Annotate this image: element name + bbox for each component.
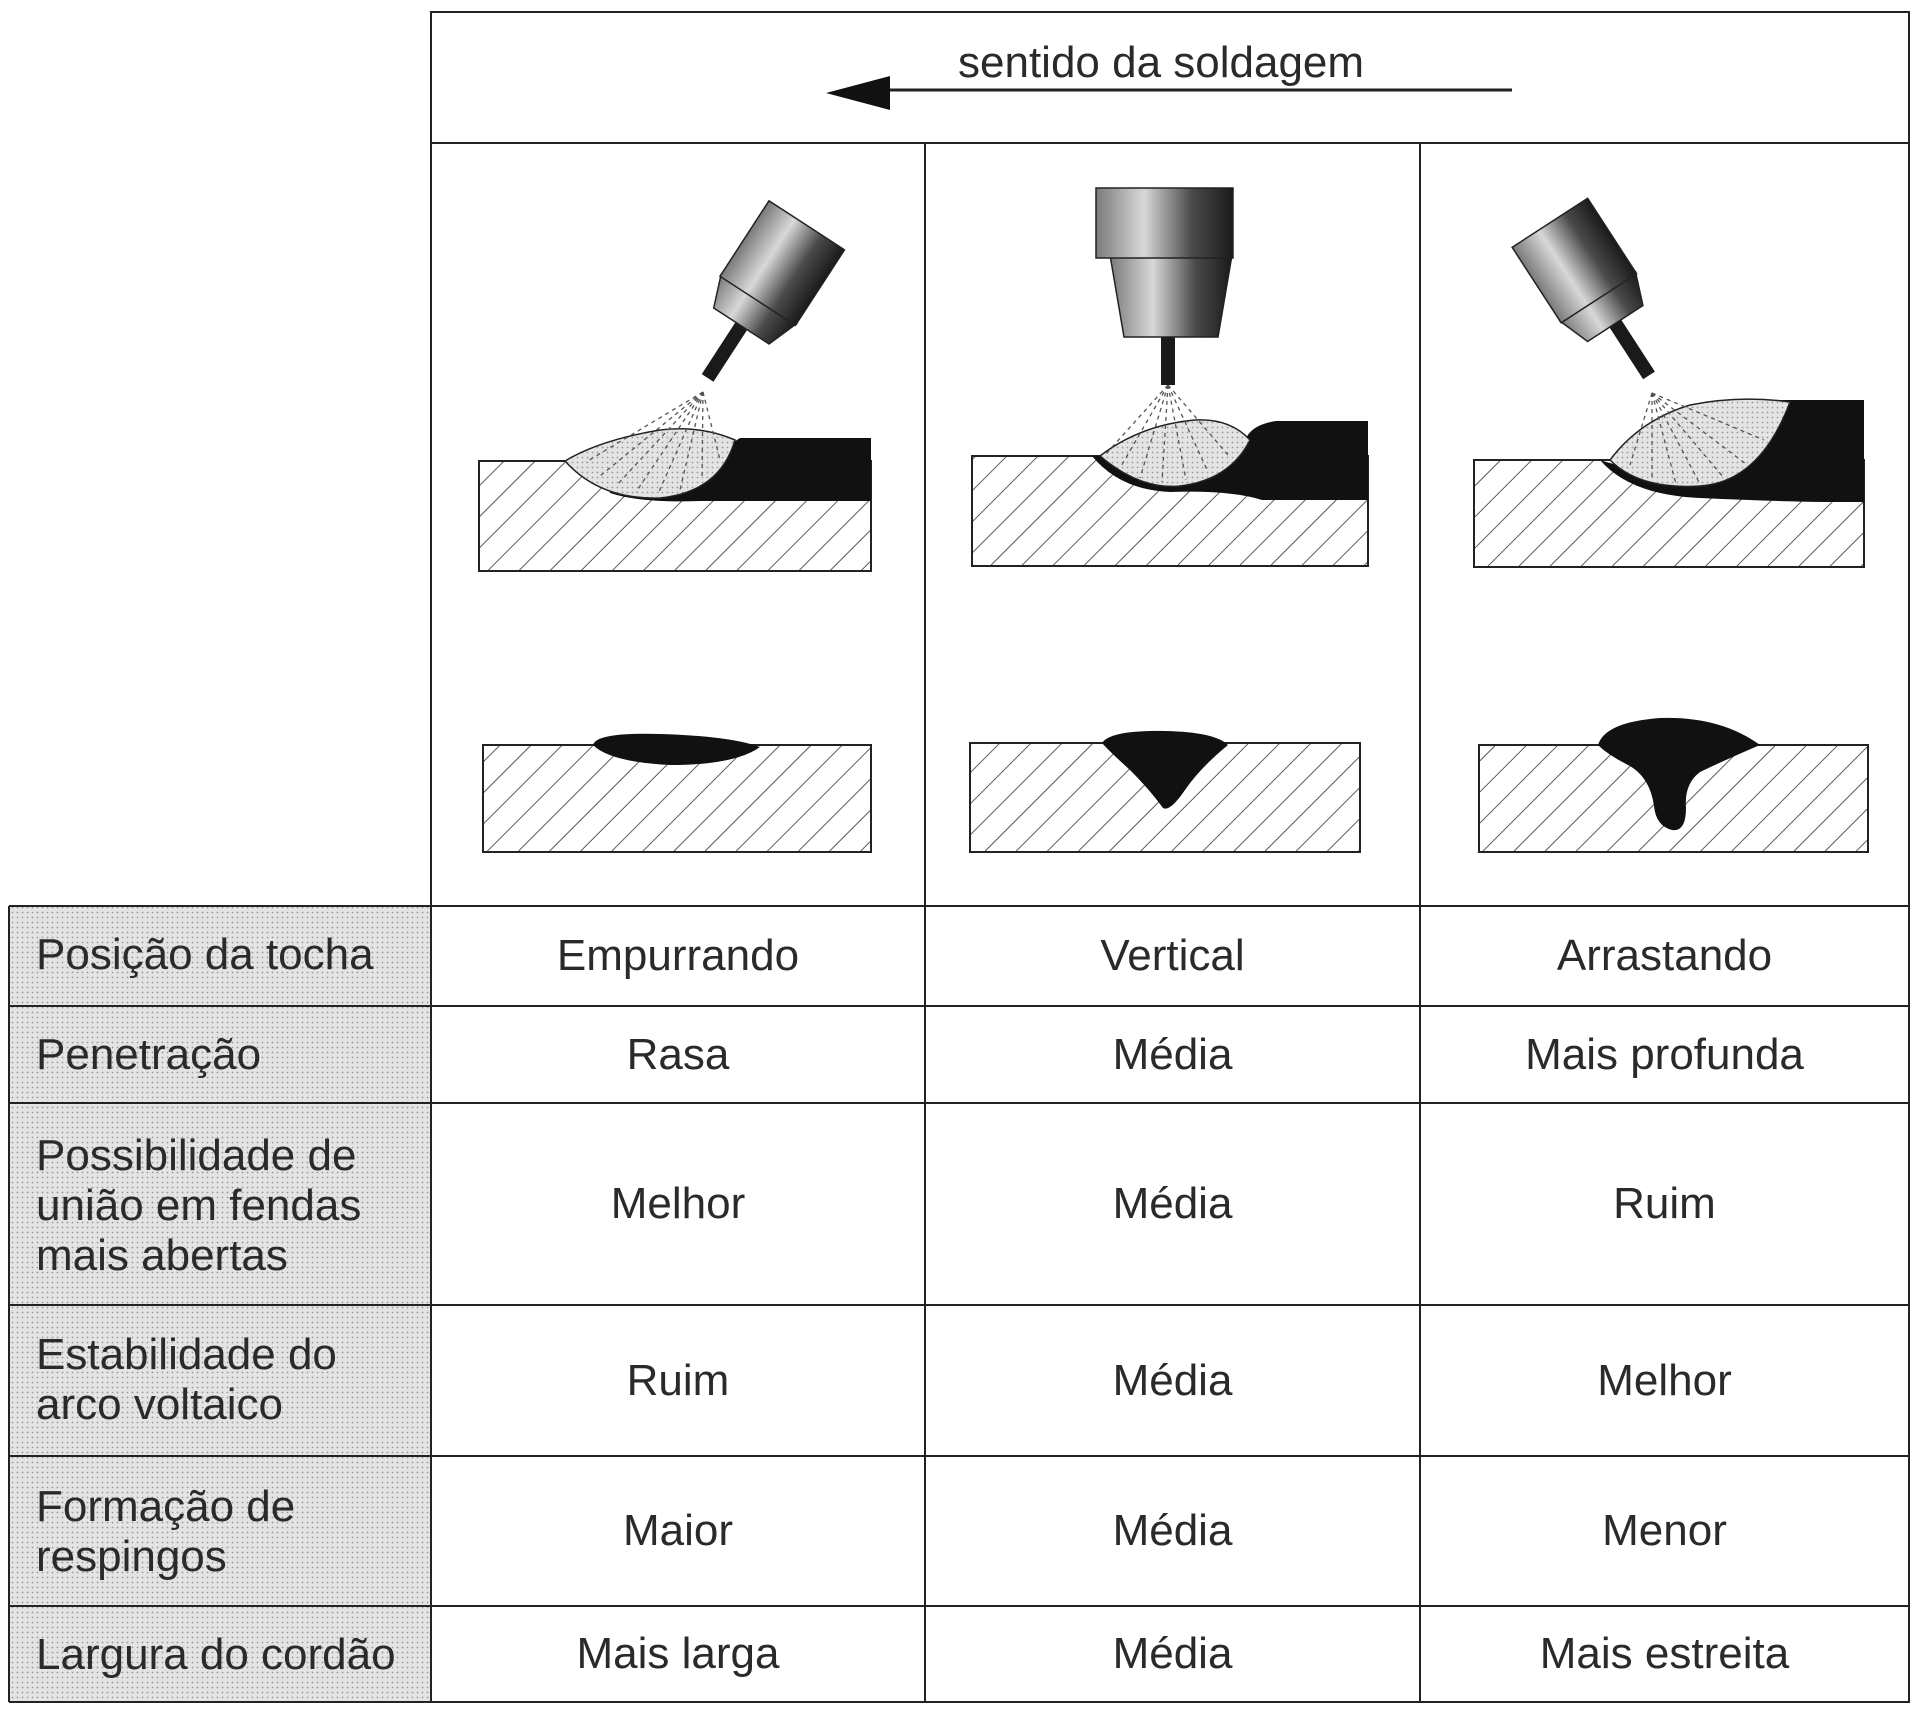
cell-col3-position: Arrastando [1556, 931, 1773, 980]
row-label-torch-position: Posição da tocha [36, 930, 374, 980]
row-label-line: Possibilidade de [36, 1131, 357, 1180]
row-label-text: Largura do cordão [36, 1630, 396, 1679]
row-label-line: Formação de [36, 1482, 296, 1531]
direction-label: sentido da soldagem [958, 38, 1365, 87]
cell-col3-gap-bridging: Ruim [1613, 1179, 1716, 1228]
cell-col3-bead-width: Mais estreita [1539, 1629, 1790, 1678]
row-label-spatter: Formação de respingos [36, 1482, 295, 1582]
row-label-line: união em fendas [36, 1181, 362, 1230]
row-label-penetration: Penetração [36, 1030, 261, 1080]
row-label-bead-width: Largura do cordão [36, 1630, 396, 1680]
vertical-bead-cross-section [969, 730, 1361, 853]
cell-col1-gap-bridging: Melhor [610, 1179, 746, 1228]
row-label-line: Estabilidade do [36, 1330, 337, 1379]
dragging-bead-cross-section [1478, 717, 1869, 853]
dragging-torch-illustration [1473, 197, 1865, 568]
direction-arrow [826, 76, 1512, 110]
cell-col3-penetration: Mais profunda [1525, 1029, 1804, 1079]
row-label-gap-bridging: Possibilidade de união em fendas mais ab… [36, 1131, 361, 1281]
cell-col1-penetration: Rasa [626, 1029, 730, 1079]
row-label-line: mais abertas [36, 1231, 288, 1280]
cell-col1-position: Empurrando [556, 931, 800, 980]
table-grid [8, 11, 1910, 1703]
cell-col2-penetration: Média [1112, 1029, 1233, 1079]
row-label-line: arco voltaico [36, 1380, 284, 1429]
cell-col1-arc-stability: Ruim [626, 1355, 730, 1405]
cell-col2-gap-bridging: Média [1112, 1179, 1233, 1228]
row-label-arc-stability: Estabilidade do arco voltaico [36, 1330, 337, 1430]
row-label-line: respingos [36, 1532, 227, 1581]
cell-col2-spatter: Média [1112, 1506, 1233, 1555]
pushing-torch-illustration [478, 199, 872, 572]
pushing-bead-cross-section [482, 733, 872, 853]
cell-col2-position: Vertical [1100, 931, 1245, 980]
cell-col1-spatter: Maior [622, 1506, 734, 1555]
row-label-text: Penetração [36, 1030, 262, 1079]
cell-col1-bead-width: Mais larga [576, 1629, 780, 1678]
vertical-torch-illustration [971, 187, 1369, 567]
cell-col2-bead-width: Média [1112, 1629, 1233, 1678]
cell-col2-arc-stability: Média [1112, 1355, 1233, 1405]
row-label-text: Posição da tocha [36, 930, 374, 979]
cell-col3-arc-stability: Melhor [1597, 1355, 1732, 1405]
cell-col3-spatter: Menor [1602, 1506, 1727, 1555]
